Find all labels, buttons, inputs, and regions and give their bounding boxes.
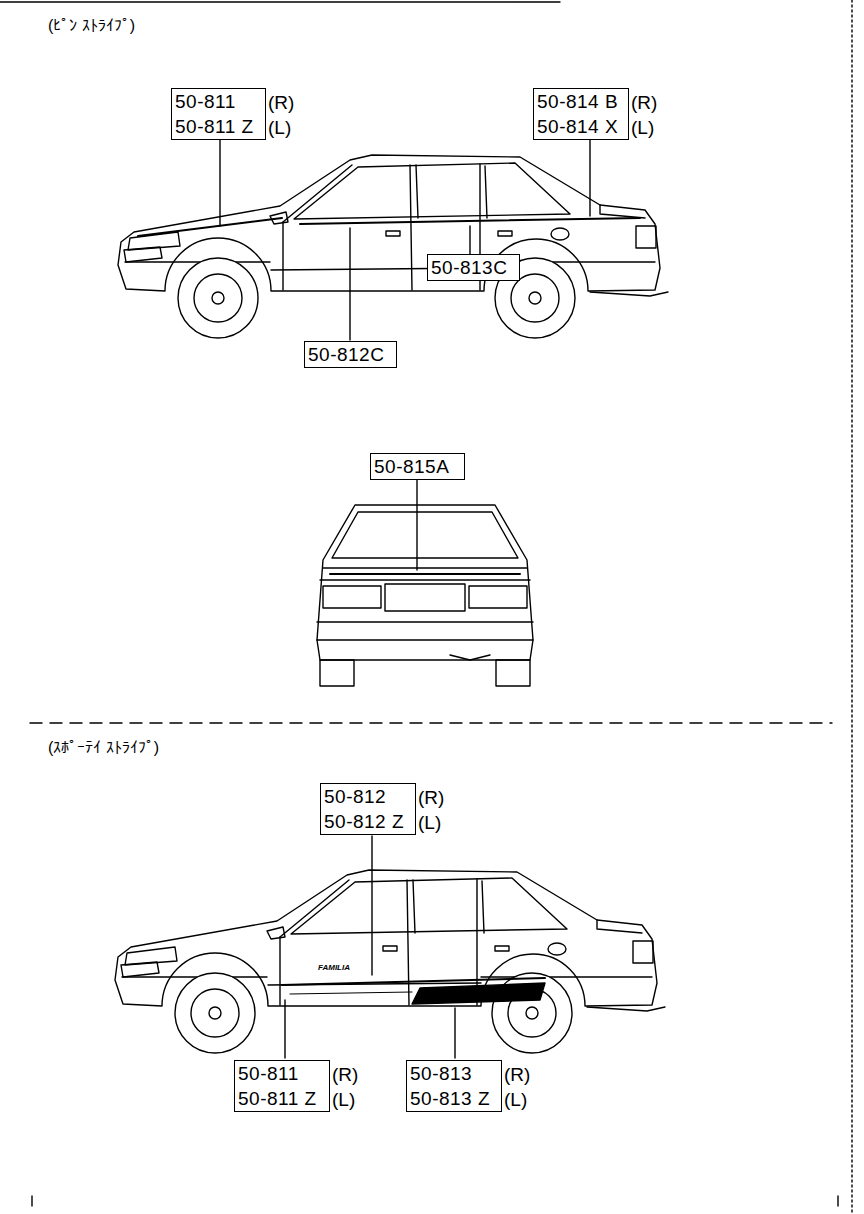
frame-tick (32, 1196, 838, 1206)
part-number-box: 50-814 B50-814 X (533, 88, 629, 140)
side-marker: (L) (418, 810, 441, 835)
side-marker: (R) (504, 1062, 530, 1087)
pin-stripe (138, 218, 640, 236)
leader-line (285, 836, 455, 1058)
side-stripe-block (412, 983, 545, 1004)
sedan-rear-view (469, 586, 527, 608)
side-marker: (L) (332, 1087, 355, 1112)
sedan-rear-view (385, 584, 465, 611)
part-number: 50-812 Z (324, 809, 412, 834)
part-number: 50-813 Z (410, 1086, 498, 1111)
part-number: 50-811 (238, 1061, 326, 1086)
leader-line (416, 480, 417, 570)
section-heading: (ﾋﾟﾝ ｽﾄﾗｲﾌﾟ) (48, 15, 135, 37)
sedan-rear-view (317, 622, 533, 660)
side-marker: (L) (268, 115, 291, 140)
sedan-rear-view (450, 655, 490, 660)
pin-stripe (330, 573, 520, 575)
sedan-rear-view (496, 660, 530, 686)
part-number: 50-811 (175, 89, 262, 114)
section-heading: (ｽﾎﾟｰﾃｲ ｽﾄﾗｲﾌﾟ) (48, 737, 159, 759)
side-marker: (L) (631, 115, 654, 140)
part-number-box: 50-81150-811 Z (171, 88, 266, 140)
sedan-rear-view (317, 505, 533, 640)
side-stripe (290, 992, 412, 994)
part-number: 50-814 B (537, 89, 625, 114)
side-marker: (R) (631, 90, 657, 115)
sedan-bottom (115, 870, 665, 1053)
part-number: 50-815A (374, 454, 461, 479)
badge-text: FAMILIA (318, 963, 350, 973)
frame-border (851, 0, 852, 1214)
side-marker: (R) (418, 785, 444, 810)
part-number: 50-813 (410, 1061, 498, 1086)
sedan-rear-view (317, 505, 533, 686)
sedan-top (118, 155, 668, 338)
part-number-box: 50-81350-813 Z (406, 1060, 502, 1112)
part-number-box: 50-812C (304, 341, 397, 368)
part-number: 50-811 Z (238, 1086, 326, 1111)
part-number-box: 50-81150-811 Z (234, 1060, 330, 1112)
part-number-box: 50-813C (427, 254, 520, 281)
part-number: 50-813C (431, 255, 516, 280)
part-number-box: 50-81250-812 Z (320, 783, 416, 835)
sedan-rear-view (323, 586, 381, 608)
part-number: 50-812C (308, 342, 393, 367)
part-number: 50-814 X (537, 114, 625, 139)
part-number: 50-811 Z (175, 114, 262, 139)
leader-line (220, 140, 590, 340)
part-number: 50-812 (324, 784, 412, 809)
section-divider (30, 722, 832, 723)
sedan-rear-view (320, 568, 530, 580)
side-marker: (R) (268, 90, 294, 115)
side-marker: (L) (504, 1087, 527, 1112)
side-marker: (R) (332, 1062, 358, 1087)
part-number-box: 50-815A (370, 453, 465, 480)
frame-line (0, 1, 560, 2)
sedan-rear-view (332, 512, 518, 558)
sedan-rear-view (320, 660, 354, 686)
